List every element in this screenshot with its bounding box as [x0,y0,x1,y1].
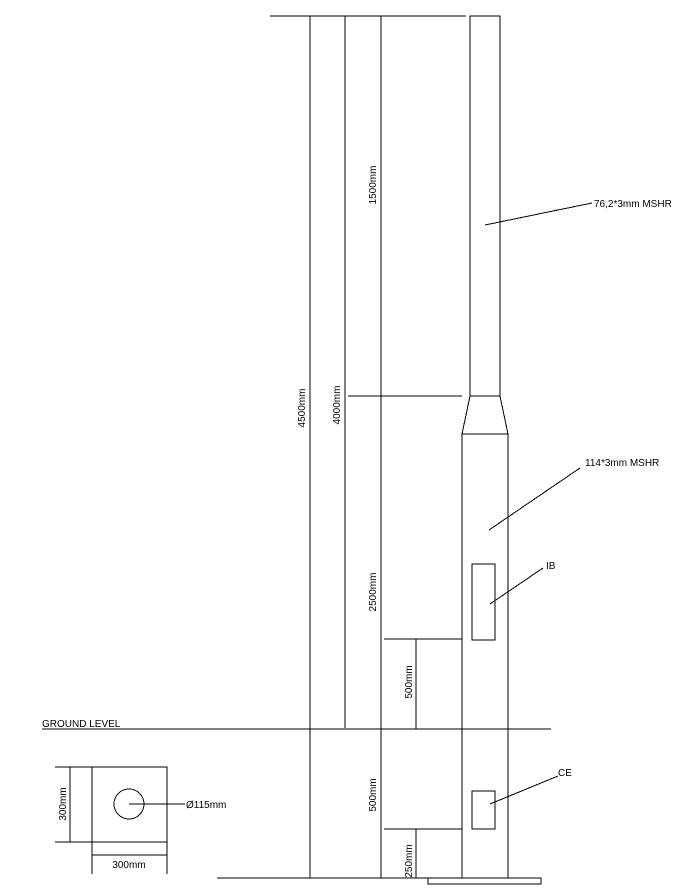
lower-pole-leader [488,467,581,531]
upper-pole-section [469,15,501,397]
dim-text-1500: 1500mm [368,166,379,205]
upper-pole-leader [484,202,593,226]
cable-entry [471,790,496,830]
ce-label: CE [558,768,572,779]
pole-taper [461,395,509,435]
dim-text-4000: 4000mm [332,386,343,425]
plate-width-text: 300mm [112,860,145,871]
inspection-box [471,563,496,641]
plate-height-text: 300mm [58,787,69,820]
upper-pole-label: 76,2*3mm MSHR [594,199,672,210]
ib-label: IB [546,561,556,572]
ground-level-label: GROUND LEVEL [42,719,121,730]
dim-text-ib-500: 500mm [404,665,415,698]
dim-text-below-500: 500mm [368,778,379,811]
ib-leader [489,567,544,605]
base-plate-section [427,877,542,885]
ce-leader [489,775,559,805]
dim-text-250: 250mm [404,844,415,877]
hole-label: Ø115mm [186,800,226,811]
lower-pole-label: 114*3mm MSHR [585,458,659,469]
dim-text-2500: 2500mm [368,573,379,612]
dim-text-4500: 4500mm [297,389,308,428]
